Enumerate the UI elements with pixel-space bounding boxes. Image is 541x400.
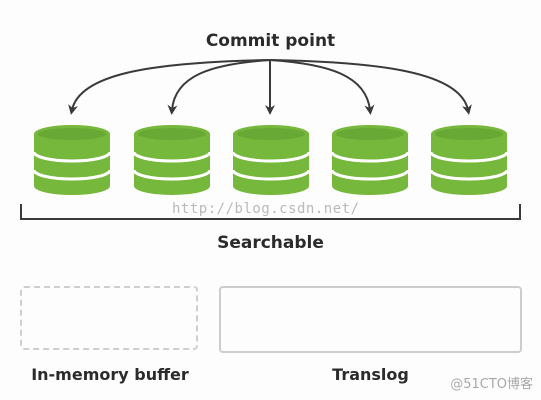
commit-arrows [68,59,472,115]
commit-arrow-4 [269,59,375,115]
in-memory-buffer-box [20,286,198,350]
segment-cylinder [32,125,112,195]
in-memory-buffer-label: In-memory buffer [31,365,189,384]
searchable-bracket [20,204,521,220]
commit-arrow-5 [269,59,472,115]
commit-arrow-1 [68,59,271,115]
segment-row [32,125,509,195]
segment-cylinder [330,125,410,195]
corner-watermark: @51CTO博客 [450,377,533,392]
segment-cylinder [429,125,509,195]
segment-cylinder [231,125,311,195]
commit-point-label: Commit point [205,31,336,51]
segment-cylinder [132,125,212,195]
translog-label: Translog [332,365,409,384]
watermark-text: http://blog.csdn.net/ [172,201,360,217]
commit-arrow-2 [167,59,271,115]
searchable-label: Searchable [217,233,324,253]
translog-box [219,286,522,353]
